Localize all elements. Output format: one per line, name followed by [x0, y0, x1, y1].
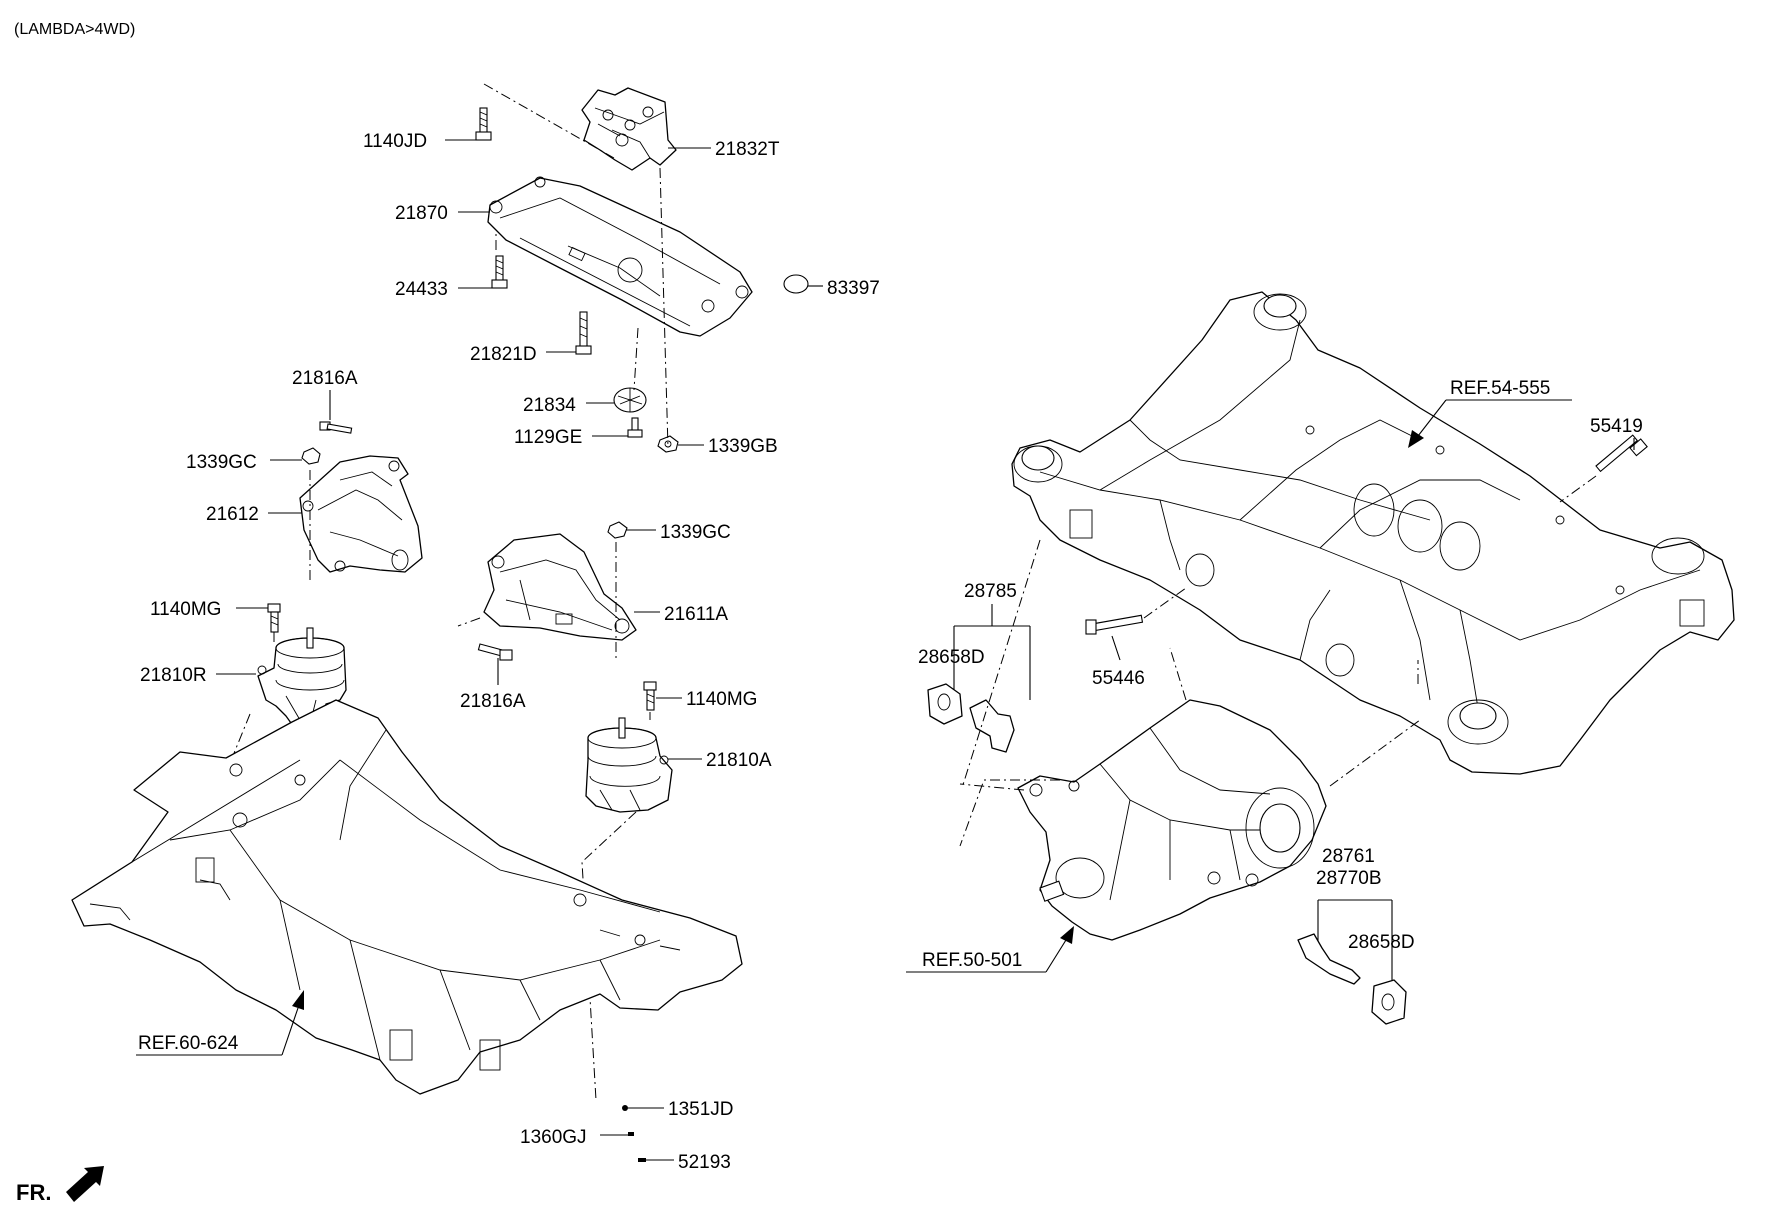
- nut-1339GB[interactable]: [657, 435, 679, 453]
- bolt-55419[interactable]: [1595, 434, 1648, 473]
- callout-55419: 55419: [1590, 416, 1643, 437]
- bolt-21816A-mid[interactable]: [477, 643, 513, 661]
- rubber-hanger-28658D-left[interactable]: [927, 683, 963, 725]
- callout-21612: 21612: [206, 504, 259, 525]
- callout-21870: 21870: [395, 203, 448, 224]
- hanger-bracket-28770B[interactable]: [1297, 933, 1361, 985]
- callout-28658D-left: 28658D: [918, 647, 985, 668]
- callout-24433: 24433: [395, 279, 448, 300]
- callout-28785: 28785: [964, 581, 1017, 602]
- clip-52193[interactable]: [638, 1158, 646, 1162]
- nut-1339GC-left[interactable]: [301, 447, 321, 465]
- front-direction-label: FR.: [16, 1180, 51, 1205]
- bolt-21821D[interactable]: [575, 311, 592, 355]
- insulator-21834[interactable]: [613, 387, 647, 413]
- bolt-1129GE[interactable]: [627, 417, 643, 438]
- callout-52193: 52193: [678, 1152, 731, 1173]
- callout-21816A-top: 21816A: [292, 368, 358, 389]
- callout-1140MG-left: 1140MG: [150, 599, 221, 620]
- callout-REF.60-624: REF.60-624: [138, 1033, 239, 1054]
- callout-21832T: 21832T: [715, 139, 780, 160]
- callout-21821D: 21821D: [470, 344, 537, 365]
- front-direction-arrow-icon: [66, 1166, 104, 1202]
- callout-1351JD: 1351JD: [668, 1099, 734, 1120]
- variant-label: (LAMBDA>4WD): [14, 21, 135, 38]
- clip-1351JD[interactable]: [622, 1105, 628, 1111]
- hanger-bracket-28785[interactable]: [969, 699, 1015, 753]
- callout-1339GC-left: 1339GC: [186, 452, 257, 473]
- bolt-1140MG-left[interactable]: [267, 603, 281, 633]
- callout-28770B: 28770B: [1316, 868, 1382, 889]
- callout-21810A: 21810A: [706, 750, 772, 771]
- engine-mount-bracket-21611A[interactable]: [483, 533, 637, 641]
- callout-1360GJ: 1360GJ: [520, 1127, 587, 1148]
- bolt-1140JD[interactable]: [475, 107, 492, 141]
- transmission-mount-bracket-21832T[interactable]: [581, 87, 677, 171]
- front-subframe[interactable]: [71, 699, 743, 1095]
- callout-55446: 55446: [1092, 668, 1145, 689]
- bolt-21816A-top[interactable]: [319, 421, 353, 434]
- nut-1339GC-right[interactable]: [607, 521, 628, 539]
- callout-1129GE: 1129GE: [514, 427, 582, 448]
- bolt-24433[interactable]: [491, 255, 508, 289]
- clip-1360GJ[interactable]: [628, 1132, 634, 1136]
- callout-21834: 21834: [523, 395, 576, 416]
- rear-differential[interactable]: [1017, 699, 1327, 941]
- callout-REF.50-501: REF.50-501: [922, 950, 1022, 971]
- rear-subframe[interactable]: [1011, 291, 1735, 775]
- callout-21810R: 21810R: [140, 665, 207, 686]
- bolt-1140MG-right[interactable]: [643, 681, 657, 711]
- engine-mount-bracket-21612[interactable]: [299, 455, 423, 573]
- crossmember-21870[interactable]: [487, 176, 753, 337]
- callout-1339GB: 1339GB: [708, 436, 778, 457]
- callout-28761: 28761: [1322, 846, 1375, 867]
- bolt-55446[interactable]: [1085, 614, 1144, 635]
- engine-mount-21810A[interactable]: [585, 717, 673, 813]
- rubber-hanger-28658D-right[interactable]: [1371, 979, 1407, 1025]
- callout-1339GC-right: 1339GC: [660, 522, 731, 543]
- plug-83397[interactable]: [783, 274, 809, 294]
- callout-83397: 83397: [827, 278, 880, 299]
- callout-REF.54-555: REF.54-555: [1450, 378, 1550, 399]
- callout-28658D-right: 28658D: [1348, 932, 1415, 953]
- callout-1140JD: 1140JD: [363, 131, 427, 152]
- callout-21611A: 21611A: [664, 604, 728, 625]
- callout-21816A-mid: 21816A: [460, 691, 526, 712]
- callout-1140MG-right: 1140MG: [686, 689, 757, 710]
